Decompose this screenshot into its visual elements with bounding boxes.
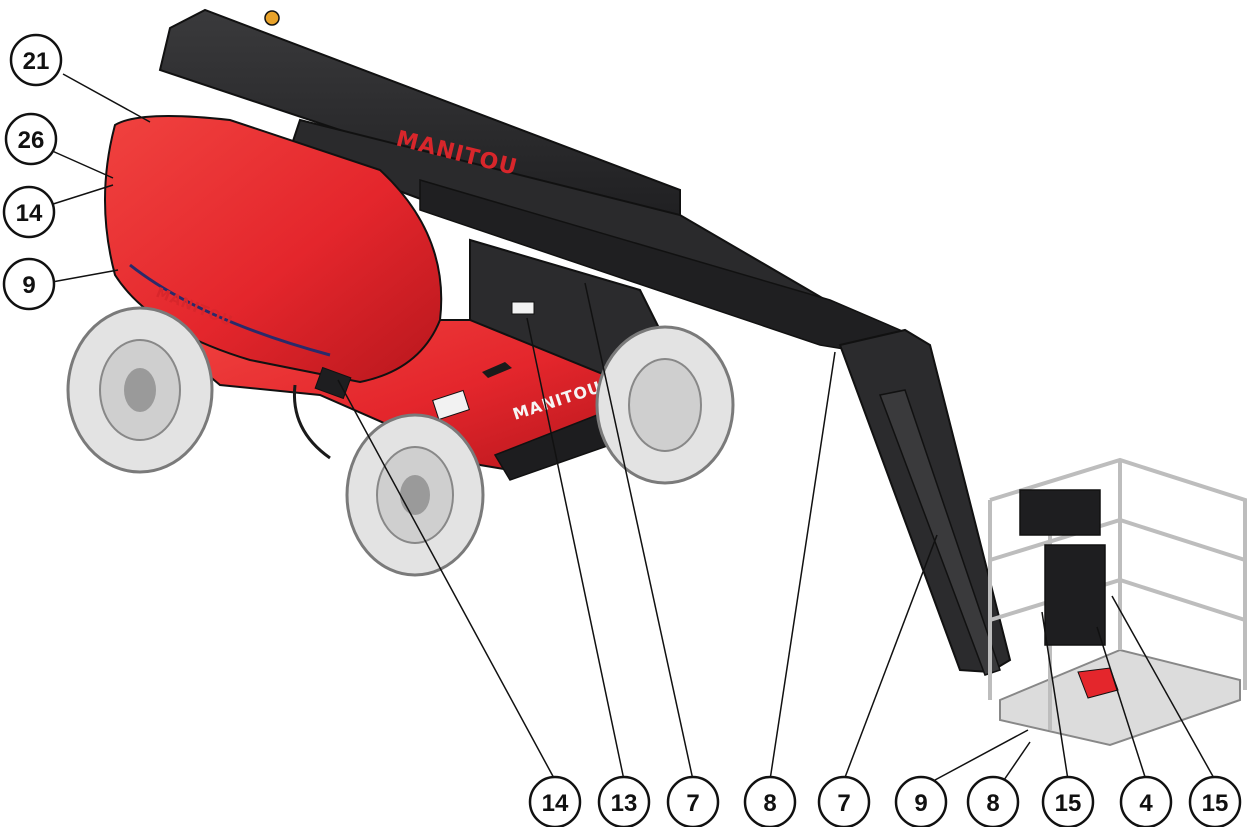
callout-13: 13 [597,775,651,827]
direction-arrow [482,362,512,378]
turret-hood: MANITOU [104,115,535,400]
leader-7b [843,534,938,781]
leader-7a [584,282,694,781]
leader-lines [49,73,1216,781]
callout-15-left: 15 [1041,775,1095,827]
leader-14b [337,379,556,781]
cable [292,384,331,460]
leader-21 [62,73,151,123]
leader-8a [769,351,836,781]
control-panel [1019,489,1101,536]
control-box [1044,544,1106,646]
callout-9-basket-label: 9 [914,790,927,817]
callout-15-right: 15 [1188,775,1242,827]
rear-left-wheel [66,306,214,474]
callout-8-basket: 8 [966,775,1020,827]
front-wheel [345,413,485,577]
callout-26: 26 [4,112,58,166]
leader-14a [49,184,114,206]
leader-9b [934,729,1029,781]
leader-8b [1003,741,1031,781]
callout-8-boom-label: 8 [763,790,776,817]
callout-9-left: 9 [2,257,56,311]
leader-15b [1111,595,1216,781]
beacon-light [264,10,280,26]
callout-26-label: 26 [18,127,45,154]
callout-7-boom-label: 7 [686,790,699,817]
callout-9-left-label: 9 [22,272,35,299]
callout-9-basket: 9 [894,775,948,827]
callout-7-jib: 7 [817,775,871,827]
callout-8-boom: 8 [743,775,797,827]
callout-14-bottom-label: 14 [542,790,569,817]
callout-14-bottom: 14 [528,775,582,827]
callout-4: 4 [1119,775,1173,827]
rear-right-wheel [595,325,735,485]
callout-13-label: 13 [611,790,638,817]
callout-14-left-label: 14 [16,200,43,227]
leader-15a [1041,611,1069,781]
leader-9a [51,269,119,283]
callout-14-left: 14 [2,185,56,239]
leader-26 [49,149,114,179]
callout-21: 21 [9,33,63,87]
jib-arm [838,328,1012,676]
leader-4 [1096,626,1147,781]
callout-7-jib-label: 7 [837,790,850,817]
main-boom: MANITOU [158,8,902,356]
basket [988,457,1247,747]
footswitch [1077,667,1119,699]
callout-4-label: 4 [1139,790,1153,817]
leader-13 [526,317,625,781]
callout-21-label: 21 [23,48,50,75]
callout-15-right-label: 15 [1202,790,1229,817]
callout-7-boom: 7 [666,775,720,827]
callout-15-left-label: 15 [1055,790,1082,817]
callout-8-basket-label: 8 [986,790,999,817]
